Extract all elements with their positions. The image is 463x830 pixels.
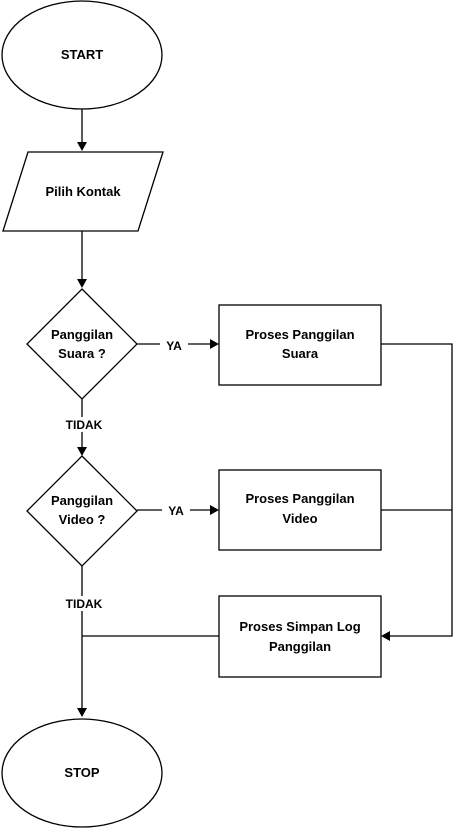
process-voice-line1: Proses Panggilan [245,327,354,342]
input-pick-contact: Pilih Kontak [2,151,164,232]
start-terminator: START [1,0,163,110]
decision-video-call: Panggilan Video ? [26,455,138,567]
arrow-video-yes: YA [137,503,219,518]
process-video-line2: Video [282,511,317,526]
voice-yes-label: YA [166,339,182,353]
decision-video-line1: Panggilan [51,493,113,508]
process-voice-line2: Suara [282,346,319,361]
stop-terminator: STOP [1,718,163,828]
arrow-input-to-decision-voice [77,231,87,288]
decision-voice-line2: Suara ? [58,346,106,361]
process-log-line1: Proses Simpan Log [239,619,360,634]
arrow-start-to-input [77,109,87,151]
video-yes-label: YA [168,504,184,518]
stop-label: STOP [64,765,99,780]
voice-no-label: TIDAK [66,418,103,432]
process-log-line2: Panggilan [269,639,331,654]
pick-contact-label: Pilih Kontak [45,184,121,199]
connector-processes-to-log [381,343,453,641]
arrow-voice-yes: YA [137,338,219,353]
process-video-line1: Proses Panggilan [245,491,354,506]
start-label: START [61,47,103,62]
decision-video-line2: Video ? [59,512,106,527]
process-voice-call: Proses Panggilan Suara [218,304,382,386]
decision-voice-line1: Panggilan [51,327,113,342]
arrow-voice-no: TIDAK [60,399,105,456]
process-video-call: Proses Panggilan Video [218,469,382,551]
arrow-video-no: TIDAK [60,566,105,717]
decision-voice-call: Panggilan Suara ? [26,288,138,400]
video-no-label: TIDAK [66,597,103,611]
process-save-log: Proses Simpan Log Panggilan [218,595,382,678]
